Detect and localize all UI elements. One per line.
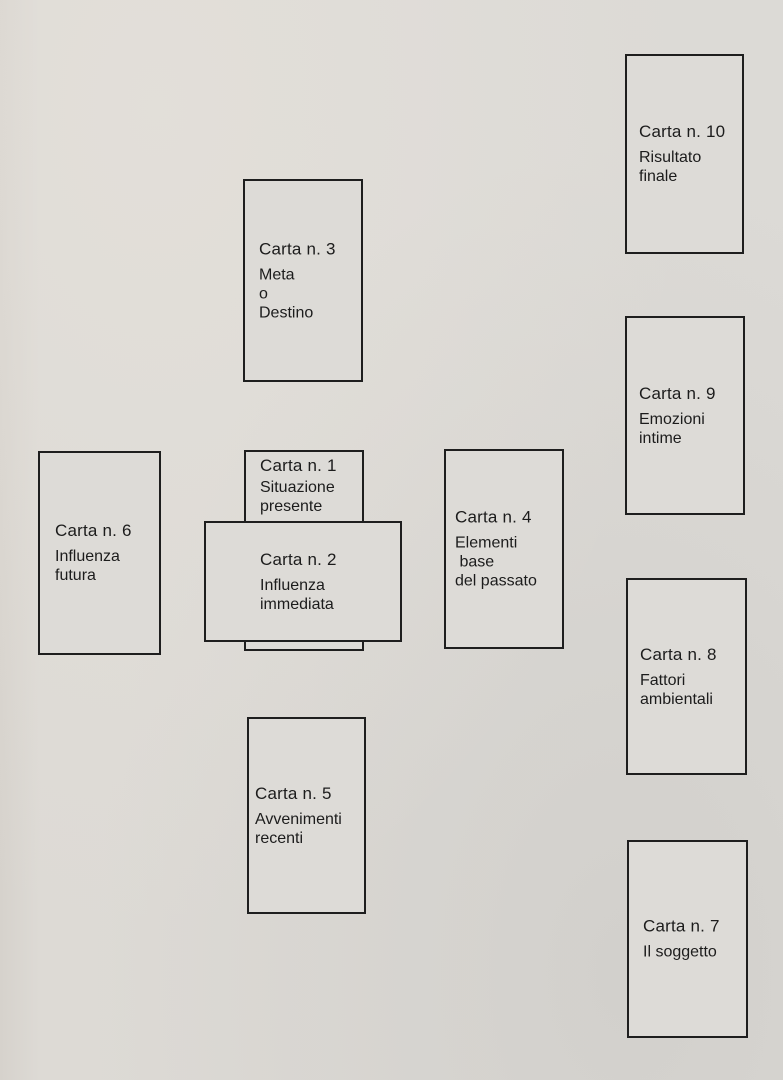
card-2-content: Carta n. 2 Influenza immediata (260, 550, 396, 614)
card-5-title: Carta n. 5 (255, 783, 332, 803)
card-8-meaning: Fattori ambientali (640, 671, 713, 708)
card-9-meaning: Emozioni intime (639, 410, 705, 447)
card-3-title: Carta n. 3 (259, 239, 336, 258)
card-2-influenza-immediata: Carta n. 2 Influenza immediata (204, 521, 402, 642)
card-10-title: Carta n. 10 (639, 122, 726, 141)
card-10-meaning: Risultato finale (639, 149, 702, 185)
card-5-meaning: Avvenimenti recenti (255, 810, 342, 847)
card-6-content: Carta n. 6 Influenza futura (55, 521, 155, 585)
card-2-meaning: Influenza immediata (260, 576, 334, 613)
card-1-content: Carta n. 1 Situazione presente (260, 456, 358, 516)
card-4-title: Carta n. 4 (455, 507, 532, 527)
card-9-title: Carta n. 9 (639, 383, 716, 403)
card-1-title: Carta n. 1 (260, 456, 337, 475)
card-7-content: Carta n. 7 Il soggetto (643, 917, 742, 962)
card-1-meaning: Situazione presente (260, 479, 335, 515)
card-9-emozioni-intime: Carta n. 9 Emozioni intime (625, 316, 745, 515)
card-10-content: Carta n. 10 Risultato finale (639, 122, 738, 186)
card-7-il-soggetto: Carta n. 7 Il soggetto (627, 840, 748, 1038)
card-5-avvenimenti-recenti: Carta n. 5 Avvenimenti recenti (247, 717, 366, 914)
card-7-meaning: Il soggetto (643, 943, 717, 961)
card-3-content: Carta n. 3 Meta o Destino (259, 239, 357, 322)
card-8-title: Carta n. 8 (640, 644, 717, 664)
card-4-content: Carta n. 4 Elementi base del passato (455, 508, 558, 591)
card-9-content: Carta n. 9 Emozioni intime (639, 384, 739, 448)
card-8-fattori-ambientali: Carta n. 8 Fattori ambientali (626, 578, 747, 775)
card-3-meta-o-destino: Carta n. 3 Meta o Destino (243, 179, 363, 382)
card-6-influenza-futura: Carta n. 6 Influenza futura (38, 451, 161, 655)
card-7-title: Carta n. 7 (643, 916, 720, 936)
card-6-meaning: Influenza futura (55, 548, 120, 584)
card-8-content: Carta n. 8 Fattori ambientali (640, 645, 741, 709)
card-6-title: Carta n. 6 (55, 521, 132, 540)
card-4-elementi-base-del-passato: Carta n. 4 Elementi base del passato (444, 449, 564, 649)
card-5-content: Carta n. 5 Avvenimenti recenti (255, 784, 360, 848)
card-2-title: Carta n. 2 (260, 549, 337, 569)
card-3-meaning: Meta o Destino (259, 266, 314, 321)
card-4-meaning: Elementi base del passato (455, 534, 537, 590)
card-10-risultato-finale: Carta n. 10 Risultato finale (625, 54, 744, 254)
